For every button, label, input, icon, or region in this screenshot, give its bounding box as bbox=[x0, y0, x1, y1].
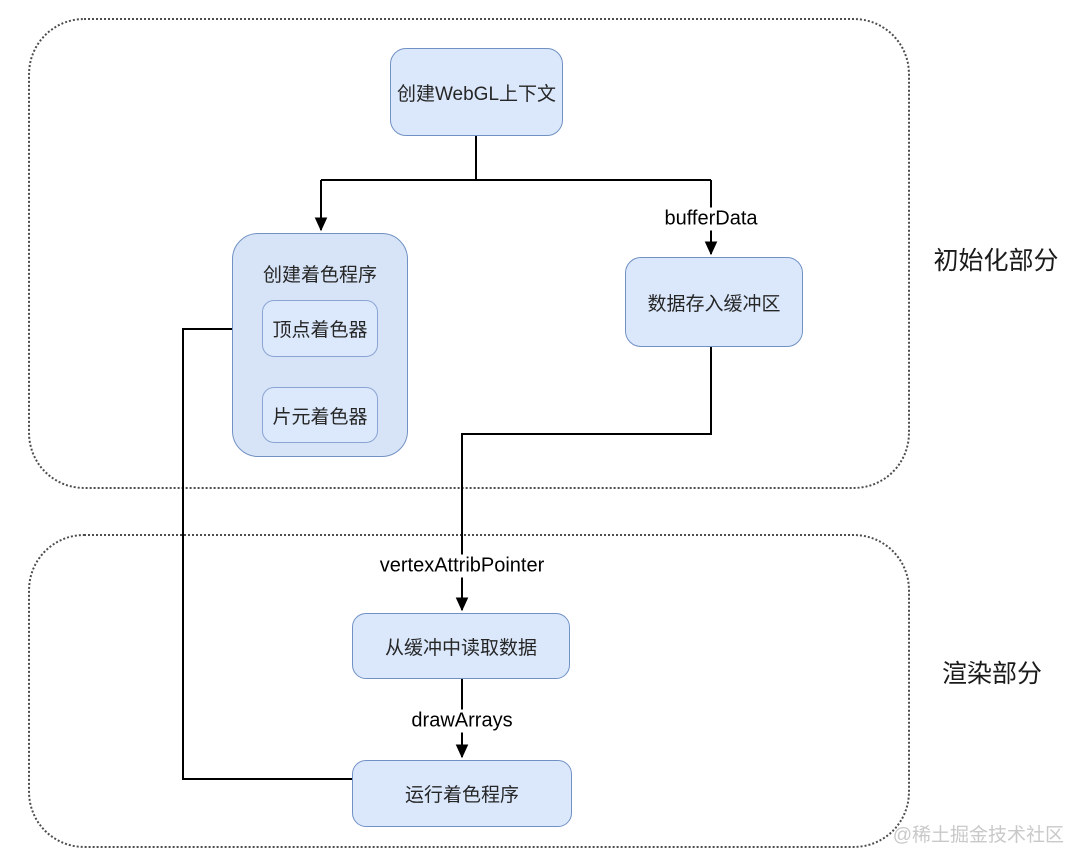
edge-label-drawarrays: drawArrays bbox=[406, 709, 518, 733]
watermark: @稀土掘金技术社区 bbox=[892, 825, 1064, 846]
node-create-webgl-context: 创建WebGL上下文 bbox=[390, 48, 563, 136]
render-section-frame bbox=[28, 534, 910, 848]
edge-label-bufferdata: bufferData bbox=[659, 207, 763, 231]
edge-label-vertexattribpointer: vertexAttribPointer bbox=[374, 554, 550, 578]
init-section-label: 初始化部分 bbox=[933, 247, 1059, 275]
node-store-data-in-buffer: 数据存入缓冲区 bbox=[625, 257, 803, 347]
init-section-frame bbox=[28, 18, 910, 489]
edge-context-split bbox=[321, 136, 711, 181]
node-vertex-shader: 顶点着色器 bbox=[262, 300, 378, 357]
render-section-label: 渲染部分 bbox=[941, 660, 1043, 688]
node-fragment-shader: 片元着色器 bbox=[262, 387, 378, 443]
node-read-data-from-buffer: 从缓冲中读取数据 bbox=[352, 613, 570, 679]
edge-run-to-vertex-feedback bbox=[182, 322, 352, 780]
node-run-shader-program: 运行着色程序 bbox=[352, 760, 572, 827]
edge-vertexattribpointer bbox=[455, 347, 712, 612]
group-create-shader-program-label: 创建着色程序 bbox=[262, 265, 377, 286]
